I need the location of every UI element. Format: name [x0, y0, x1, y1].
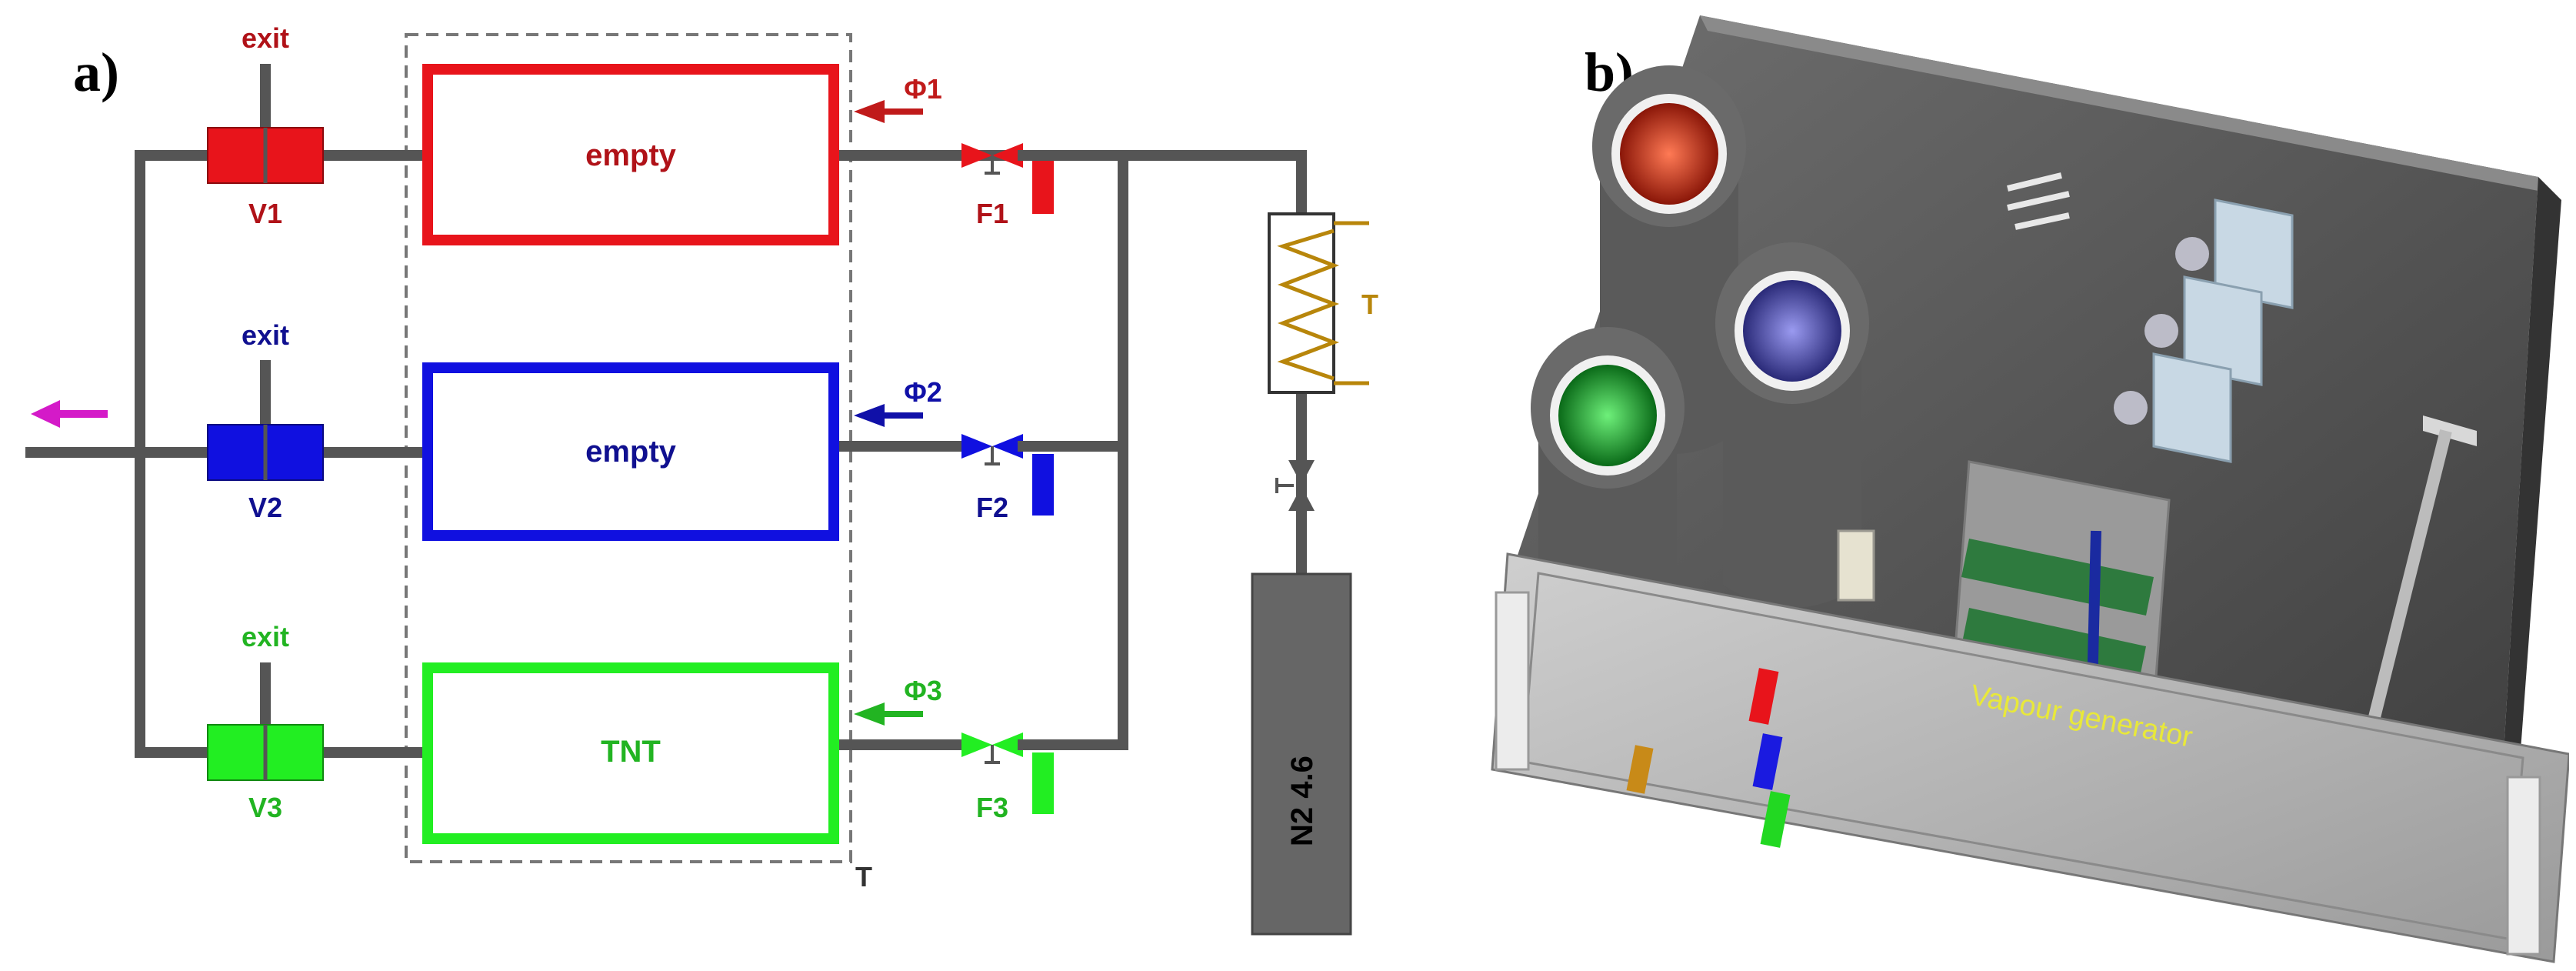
port-green [1760, 791, 1791, 848]
device-render: b) [1491, 15, 2569, 963]
flow-2-label: Φ2 [904, 376, 942, 408]
flow-controller-f1-label: F1 [976, 198, 1008, 229]
case-right-side [2500, 177, 2561, 823]
valve-knob-1 [2175, 237, 2209, 271]
cylinder-valve-bottom [1288, 486, 1315, 511]
gas-cylinder-label: N2 4.6 [1285, 756, 1319, 846]
outlet-arrow [31, 400, 108, 428]
flow-controller-f3-left [961, 732, 992, 757]
chamber-3 [422, 662, 839, 844]
flow-3-label: Φ3 [904, 675, 942, 706]
vent-slot-2 [2007, 191, 2070, 211]
flow-2-arrowhead [854, 404, 885, 427]
left-manifold [25, 150, 145, 758]
line-1-exit-label: exit [242, 22, 289, 54]
panel-a-label: a) [73, 42, 119, 103]
chamber-3-label: TNT [601, 735, 661, 769]
rack-handle-left [1495, 591, 1530, 771]
flow-1-label: Φ1 [904, 73, 942, 105]
rack-rail-bar [2355, 429, 2452, 771]
flow-controller-f1-indicator[interactable] [1032, 152, 1054, 214]
line-3-exit-label: exit [242, 621, 289, 652]
gas-cylinder: N2 4.6 [1251, 572, 1352, 936]
vent-slot-3 [2014, 212, 2070, 230]
canister-red-cap [1620, 103, 1718, 205]
valve-block-2 [2183, 275, 2263, 386]
flow-controller-f3-right [992, 732, 1023, 757]
valve-knob-2 [2144, 314, 2178, 348]
flow-3-arrowhead [854, 702, 885, 726]
flow-controller-f2-indicator[interactable] [1032, 454, 1054, 516]
case-top-edge [1700, 15, 2546, 192]
flow-controller-f2-left [961, 434, 992, 459]
vent-slot-1 [2007, 172, 2062, 192]
cylinder-valve[interactable] [1275, 460, 1315, 511]
canister-blue-cap [1743, 280, 1841, 382]
line-1: exit V1 empty Φ1 F1 [135, 22, 1128, 245]
valve-knob-3 [2114, 391, 2148, 425]
heater: T [1268, 212, 1378, 394]
chamber-2 [422, 362, 839, 541]
flow-controller-f1-left [961, 143, 992, 168]
valve-block-1 [2214, 199, 2294, 309]
port-orange [1626, 745, 1654, 794]
gas-cylinder-body [1251, 572, 1352, 936]
port-blue [1752, 733, 1783, 790]
heater-body [1268, 212, 1335, 394]
flow-controller-f3-label: F3 [976, 792, 1008, 823]
chamber-1-label: empty [585, 138, 677, 172]
rack-handle-right [2506, 776, 2541, 956]
valve-v2-label: V2 [248, 492, 282, 523]
valve-v3-label: V3 [248, 792, 282, 823]
flow-controller-f2-label: F2 [976, 492, 1008, 523]
rack-rail-bracket [2423, 415, 2477, 446]
valve-blocks [2114, 199, 2294, 463]
cylinder-valve-top [1288, 460, 1315, 485]
line-2: exit V2 empty Φ2 F2 [135, 319, 1128, 541]
schematic-diagram: a) T exit V1 empty Φ1 F1 [25, 22, 1378, 936]
flow-1-arrowhead [854, 100, 885, 123]
canister-green-cap [1558, 365, 1657, 466]
rack-rail [2355, 415, 2477, 771]
electronics-pcb-1 [1961, 539, 2154, 616]
vent-slots [2007, 172, 2070, 230]
flow-controller-f3-indicator[interactable] [1032, 752, 1054, 814]
heater-label: T [1361, 289, 1378, 320]
valve-block-3 [2152, 352, 2232, 463]
flow-controller-f2-right [992, 434, 1023, 459]
flow-controller-f1-right [992, 143, 1023, 168]
chamber-1 [422, 64, 839, 245]
oven-temperature-label: T [855, 861, 872, 893]
line-3: exit V3 TNT Φ3 F3 [135, 621, 1128, 844]
line-2-exit-label: exit [242, 319, 289, 351]
chamber-2-label: empty [585, 435, 677, 469]
port-red [1748, 668, 1779, 725]
heater-coil [1277, 229, 1340, 381]
connector [1837, 529, 1875, 602]
canister-blue [1715, 242, 1869, 608]
valve-v1-label: V1 [248, 198, 282, 229]
